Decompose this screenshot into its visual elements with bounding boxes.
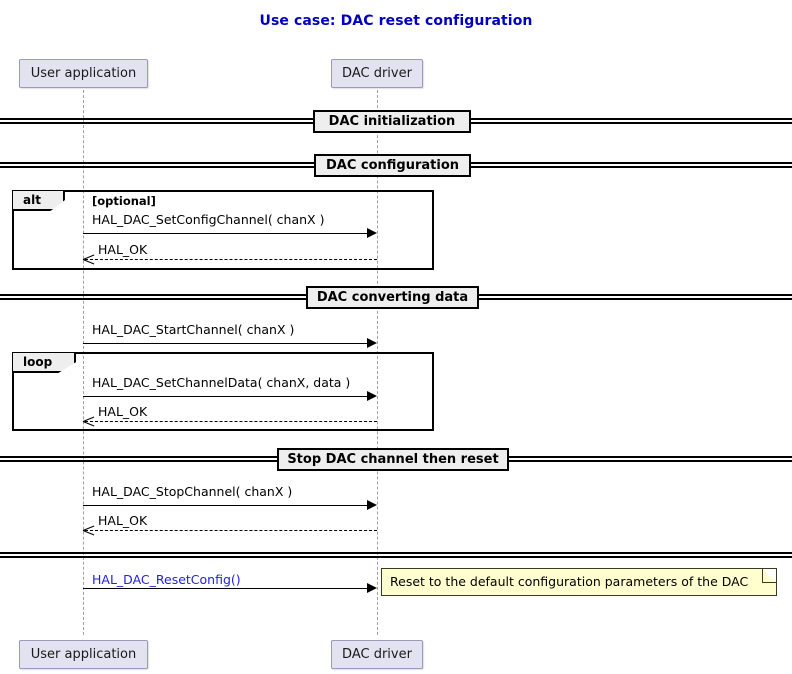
participant-user-application-bottom[interactable]: User application [19,640,148,669]
page-title: Use case: DAC reset configuration [259,13,533,29]
fragment-tag-alt: alt [13,191,65,211]
lifeline-dac-driver [377,90,378,635]
participant-user-application-top[interactable]: User application [19,59,148,88]
message-arrowhead-start-channel [367,338,377,348]
fragment-guard-optional: [optional] [92,194,156,208]
message-line-set-config-channel-return [85,259,377,260]
message-label-stop-channel: HAL_DAC_StopChannel( chanX ) [92,484,293,499]
divider-label-dac-initialization: DAC initialization [313,110,471,133]
message-arrowhead-stop-channel [367,500,377,510]
message-arrowhead-set-config-channel [367,228,377,238]
message-arrowhead-reset-config [367,583,377,593]
message-arrowhead-set-config-channel-return [83,254,94,265]
message-line-set-channel-data [83,396,373,397]
divider-line-bottom [0,556,792,558]
message-arrowhead-set-channel-data [367,391,377,401]
lifeline-user-application [83,90,84,635]
divider-line-top [0,552,792,554]
fragment-alt-optional: alt [12,190,434,270]
participant-dac-driver-bottom[interactable]: DAC driver [331,640,423,669]
message-line-start-channel [83,343,373,344]
message-label-set-config-channel: HAL_DAC_SetConfigChannel( chanX ) [92,212,325,227]
message-line-stop-channel [83,505,373,506]
fragment-tag-loop: loop [13,353,77,373]
divider-final [0,552,792,558]
message-label-set-config-channel-return: HAL_OK [98,242,148,257]
message-label-start-channel: HAL_DAC_StartChannel( chanX ) [92,322,295,337]
note-fold-corner-icon [762,569,776,583]
message-line-set-channel-data-return [85,421,377,422]
divider-label-dac-converting-data: DAC converting data [306,286,479,309]
note-reset-config: Reset to the default configuration param… [381,568,777,596]
message-arrowhead-set-channel-data-return [83,416,94,427]
message-arrowhead-stop-channel-return [83,525,94,536]
participant-dac-driver-top[interactable]: DAC driver [331,59,423,88]
message-line-stop-channel-return [85,530,377,531]
message-label-stop-channel-return: HAL_OK [98,513,148,528]
message-label-set-channel-data-return: HAL_OK [98,404,148,419]
note-text: Reset to the default configuration param… [390,574,749,589]
message-label-set-channel-data: HAL_DAC_SetChannelData( chanX, data ) [92,375,351,390]
message-label-reset-config[interactable]: HAL_DAC_ResetConfig() [92,572,241,587]
fragment-loop: loop [12,352,434,431]
divider-label-stop-dac-channel-then-reset: Stop DAC channel then reset [277,448,509,471]
message-line-set-config-channel [83,233,373,234]
divider-label-dac-configuration: DAC configuration [314,154,471,177]
message-line-reset-config [83,588,373,589]
